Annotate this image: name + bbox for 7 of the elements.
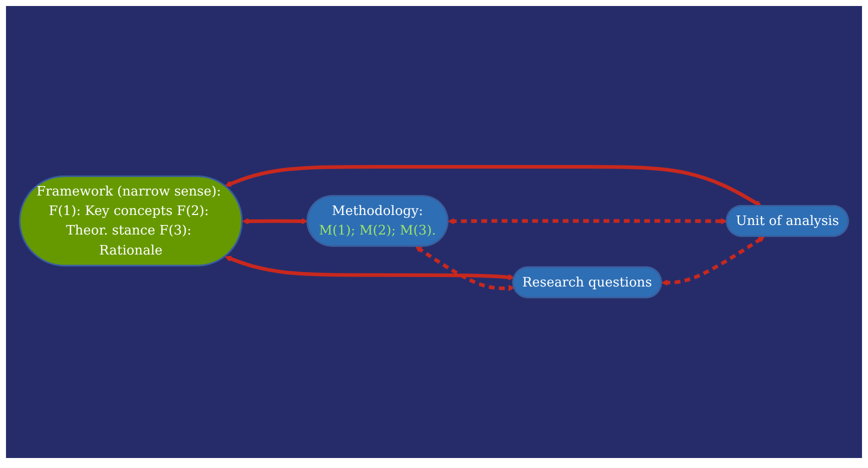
arrow [448, 218, 728, 224]
arrow [224, 256, 515, 280]
arrow [242, 218, 308, 224]
arrow [224, 164, 762, 206]
arrow [415, 246, 515, 291]
diagram-drawing: Framework (narrow sense): F(1): Key concepts F(2): Theor. stance F(3): Rationale Methodology: M(1); M(2); M(3). Research questions Unit of analysis [14, 160, 854, 304]
arrow [662, 236, 765, 286]
